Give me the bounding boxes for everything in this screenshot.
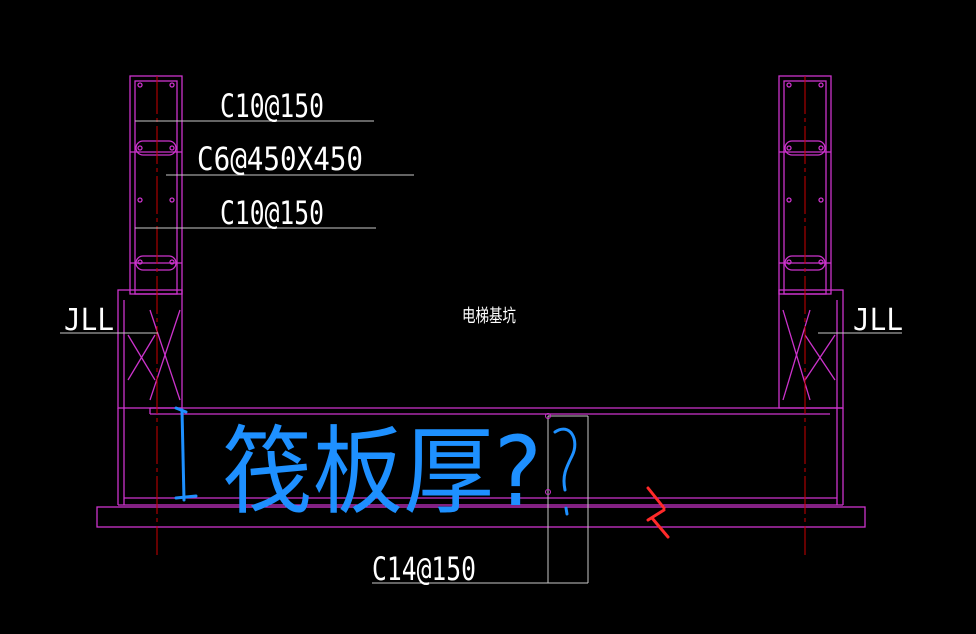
centerlines [156,76,806,555]
leader-lines [60,120,902,584]
red-slab-mark [646,486,670,539]
bottom-rebar-label: C14@150 [372,550,476,588]
left-wall [117,75,183,505]
top-rebar-label-1: C10@150 [220,87,324,125]
right-beam-label: JLL [853,303,903,338]
top-rebar-label-2: C10@150 [220,194,324,232]
handwritten-question-text: 筏板厚? [222,416,542,528]
question-mark [553,427,577,516]
pit-name-label: 电梯基坑 [462,306,516,326]
tie-rebar-label: C6@450X450 [197,140,363,178]
left-beam-label: JLL [64,303,114,338]
pit-slab [96,407,866,528]
right-wall [778,75,844,505]
handwritten-annotation: 筏板厚? [174,406,577,528]
thickness-mark [174,406,198,502]
